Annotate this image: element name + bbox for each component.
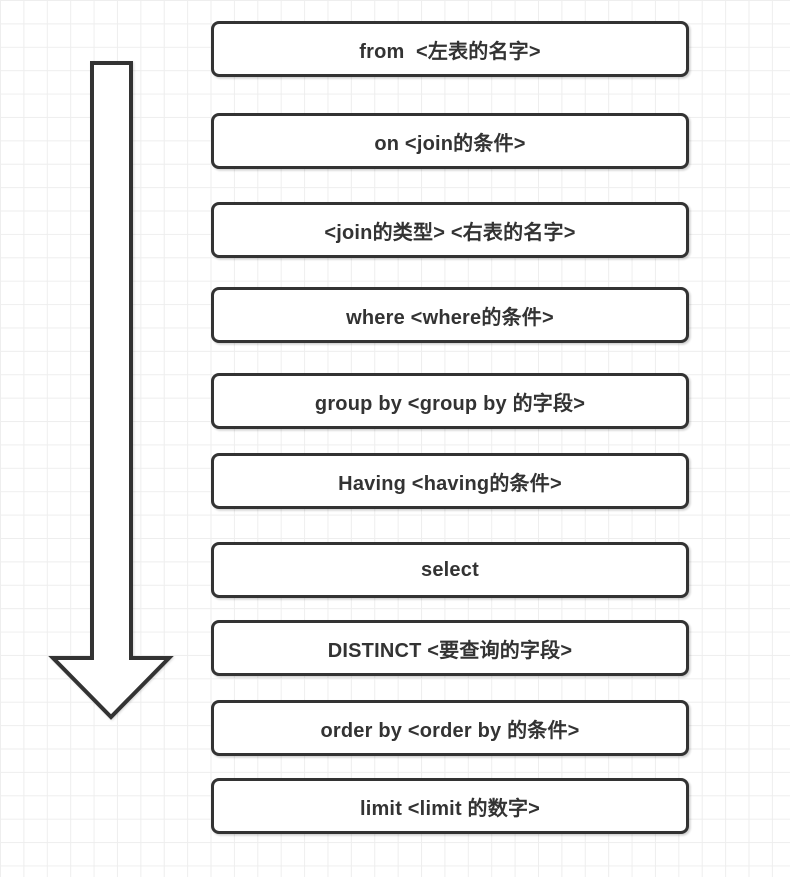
step-label-order-by: order by <order by 的条件> [320,719,580,742]
step-box-limit[interactable]: limit <limit 的数字> [211,778,689,834]
step-box-join[interactable]: <join的类型> <右表的名字> [211,202,689,258]
step-label-join: <join的类型> <右表的名字> [324,221,576,244]
step-label-from: from <左表的名字> [359,40,541,63]
step-box-on[interactable]: on <join的条件> [211,113,689,169]
step-box-having[interactable]: Having <having的条件> [211,453,689,509]
step-label-having: Having <having的条件> [338,472,562,495]
step-label-select: select [421,558,479,581]
step-box-where[interactable]: where <where的条件> [211,287,689,343]
step-label-on: on <join的条件> [374,132,526,155]
step-label-where: where <where的条件> [346,306,554,329]
step-box-from[interactable]: from <左表的名字> [211,21,689,77]
step-box-order-by[interactable]: order by <order by 的条件> [211,700,689,756]
step-box-group-by[interactable]: group by <group by 的字段> [211,373,689,429]
step-label-group-by: group by <group by 的字段> [314,392,586,415]
step-label-limit: limit <limit 的数字> [359,797,541,820]
step-box-select[interactable]: select [211,542,689,598]
step-box-distinct[interactable]: DISTINCT <要查询的字段> [211,620,689,676]
down-arrow-icon[interactable] [48,61,174,720]
step-label-distinct: DISTINCT <要查询的字段> [327,639,573,662]
